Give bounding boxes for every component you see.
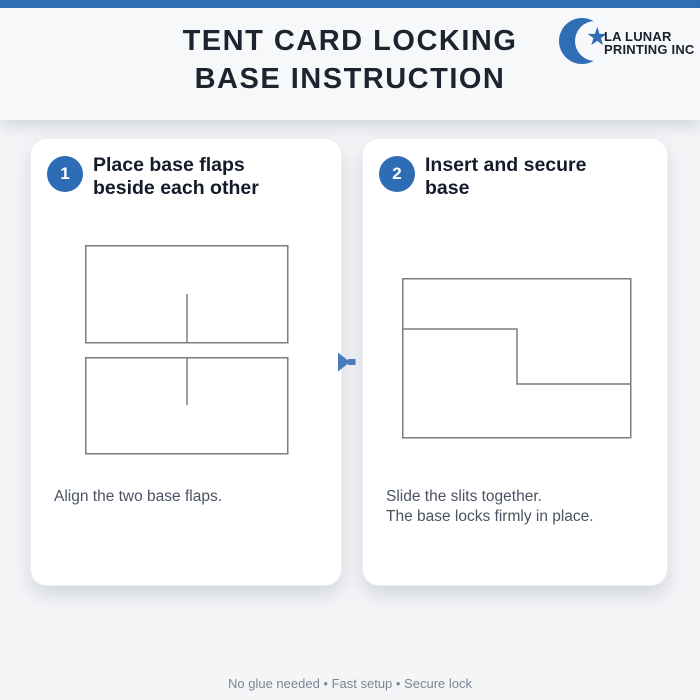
step-1-caption: Align the two base flaps. — [54, 487, 222, 507]
step-2-caption-line-2: The base locks firmly in place. — [386, 507, 594, 525]
step-1-header: 1 Place base flaps beside each other — [31, 139, 341, 200]
page-title: TENT CARD LOCKING BASE INSTRUCTION — [0, 22, 700, 98]
crescent-moon-icon — [559, 18, 608, 64]
step-2-number-badge: 2 — [379, 156, 415, 192]
next-step-arrow-icon — [338, 352, 356, 372]
step-card-1: 1 Place base flaps beside each other Ali… — [30, 138, 342, 586]
top-accent-bar — [0, 0, 700, 8]
step-1-title-line-1: Place base flaps — [93, 154, 245, 176]
footer-note: No glue needed • Fast setup • Secure loc… — [228, 676, 472, 691]
page-title-line-2: BASE INSTRUCTION — [194, 63, 506, 95]
step-card-2: 2 Insert and secure base Slide the slits… — [362, 138, 668, 586]
page-title-line-1: TENT CARD LOCKING — [182, 25, 518, 57]
header: TENT CARD LOCKING BASE INSTRUCTION ★ LA … — [0, 8, 700, 120]
step-2-header: 2 Insert and secure base — [363, 139, 667, 200]
step-2-caption: Slide the slits together. The base locks… — [386, 487, 594, 526]
step-1-number-badge: 1 — [47, 156, 83, 192]
step-2-title: Insert and secure base — [425, 154, 586, 200]
brand-name-line-2: PRINTING INC — [604, 42, 695, 57]
step-2-title-line-2: base — [425, 177, 470, 199]
locked-base-diagram — [402, 278, 632, 439]
step-1-caption-line-1: Align the two base flaps. — [54, 488, 223, 505]
brand-logo-text: LA LUNAR PRINTING INC — [604, 30, 695, 56]
star-icon: ★ — [586, 23, 609, 51]
step-2-caption-line-1: Slide the slits together. — [386, 488, 542, 505]
brand-name-line-1: LA LUNAR — [604, 29, 672, 44]
step-1-title: Place base flaps beside each other — [93, 154, 259, 200]
step-2-title-line-1: Insert and secure — [425, 154, 587, 176]
base-flaps-diagram — [85, 245, 289, 455]
step-1-title-line-2: beside each other — [93, 177, 259, 199]
